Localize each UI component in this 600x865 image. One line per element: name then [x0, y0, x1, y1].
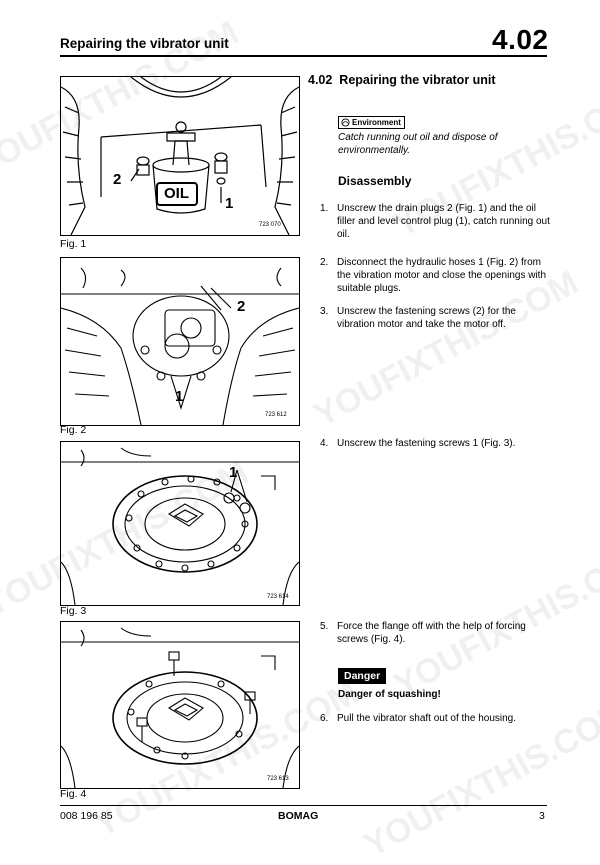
footer-rule [60, 805, 547, 806]
step-text: Unscrew the fastening screws (2) for the… [337, 306, 516, 330]
environment-icon [341, 118, 350, 127]
fig3-label-1: 1 [229, 464, 238, 481]
figure-1: OIL 2 1 723 070 [60, 76, 300, 236]
fig1-label-2: 2 [113, 171, 122, 188]
step-6: 6. Pull the vibrator shaft out of the ho… [320, 712, 552, 725]
fig1-label-1: 1 [225, 195, 234, 212]
danger-badge: Danger [338, 668, 387, 684]
environment-badge: Environment [338, 116, 405, 129]
figure-4: 723 613 [60, 621, 300, 789]
step-text: Unscrew the fastening screws 1 (Fig. 3). [337, 438, 516, 449]
step-text: Force the flange off with the help of fo… [337, 621, 526, 645]
fig2-label-2: 2 [237, 298, 246, 315]
footer-doc-number: 008 196 85 [60, 810, 113, 822]
step-3: 3. Unscrew the fastening screws (2) for … [320, 305, 552, 331]
fig2-code: 723 612 [265, 412, 287, 418]
step-1: 1. Unscrew the drain plugs 2 (Fig. 1) an… [320, 202, 552, 241]
header-rule [60, 55, 547, 57]
step-number: 5. [320, 621, 329, 632]
environment-text: Catch running out oil and dispose of env… [338, 132, 498, 156]
step-2: 2. Disconnect the hydraulic hoses 1 (Fig… [320, 256, 552, 295]
danger-text: Danger of squashing! [338, 689, 441, 700]
fig1-code: 723 070 [259, 222, 281, 228]
oil-label: OIL [164, 185, 189, 202]
figure-3-caption: Fig. 3 [60, 605, 87, 617]
step-5: 5. Force the flange off with the help of… [320, 620, 552, 646]
section-title-text: Repairing the vibrator unit [339, 73, 496, 87]
section-number: 4.02 [308, 73, 333, 87]
figure-2: 2 1 723 612 [60, 257, 300, 426]
step-number: 6. [320, 713, 329, 724]
footer-brand: BOMAG [278, 810, 319, 822]
disassembly-heading: Disassembly [338, 174, 412, 188]
footer-page-number: 3 [539, 810, 545, 822]
step-text: Unscrew the drain plugs 2 (Fig. 1) and t… [337, 203, 550, 240]
figure-1-caption: Fig. 1 [60, 238, 87, 250]
fig2-label-1: 1 [175, 388, 184, 405]
step-number: 1. [320, 203, 329, 214]
figure-2-caption: Fig. 2 [60, 424, 87, 436]
figure-4-caption: Fig. 4 [60, 788, 87, 800]
figure-3: 1 723 614 [60, 441, 300, 606]
step-number: 2. [320, 257, 329, 268]
step-number: 4. [320, 438, 329, 449]
environment-label: Environment [352, 118, 401, 127]
page-header-title: Repairing the vibrator unit [60, 36, 229, 51]
step-4: 4. Unscrew the fastening screws 1 (Fig. … [320, 437, 552, 450]
step-text: Disconnect the hydraulic hoses 1 (Fig. 2… [337, 257, 547, 294]
step-number: 3. [320, 306, 329, 317]
step-text: Pull the vibrator shaft out of the housi… [337, 713, 516, 724]
fig3-code: 723 614 [267, 594, 289, 600]
page-header-section-number: 4.02 [492, 24, 549, 55]
fig4-code: 723 613 [267, 776, 289, 782]
section-title: 4.02 Repairing the vibrator unit [308, 73, 496, 87]
